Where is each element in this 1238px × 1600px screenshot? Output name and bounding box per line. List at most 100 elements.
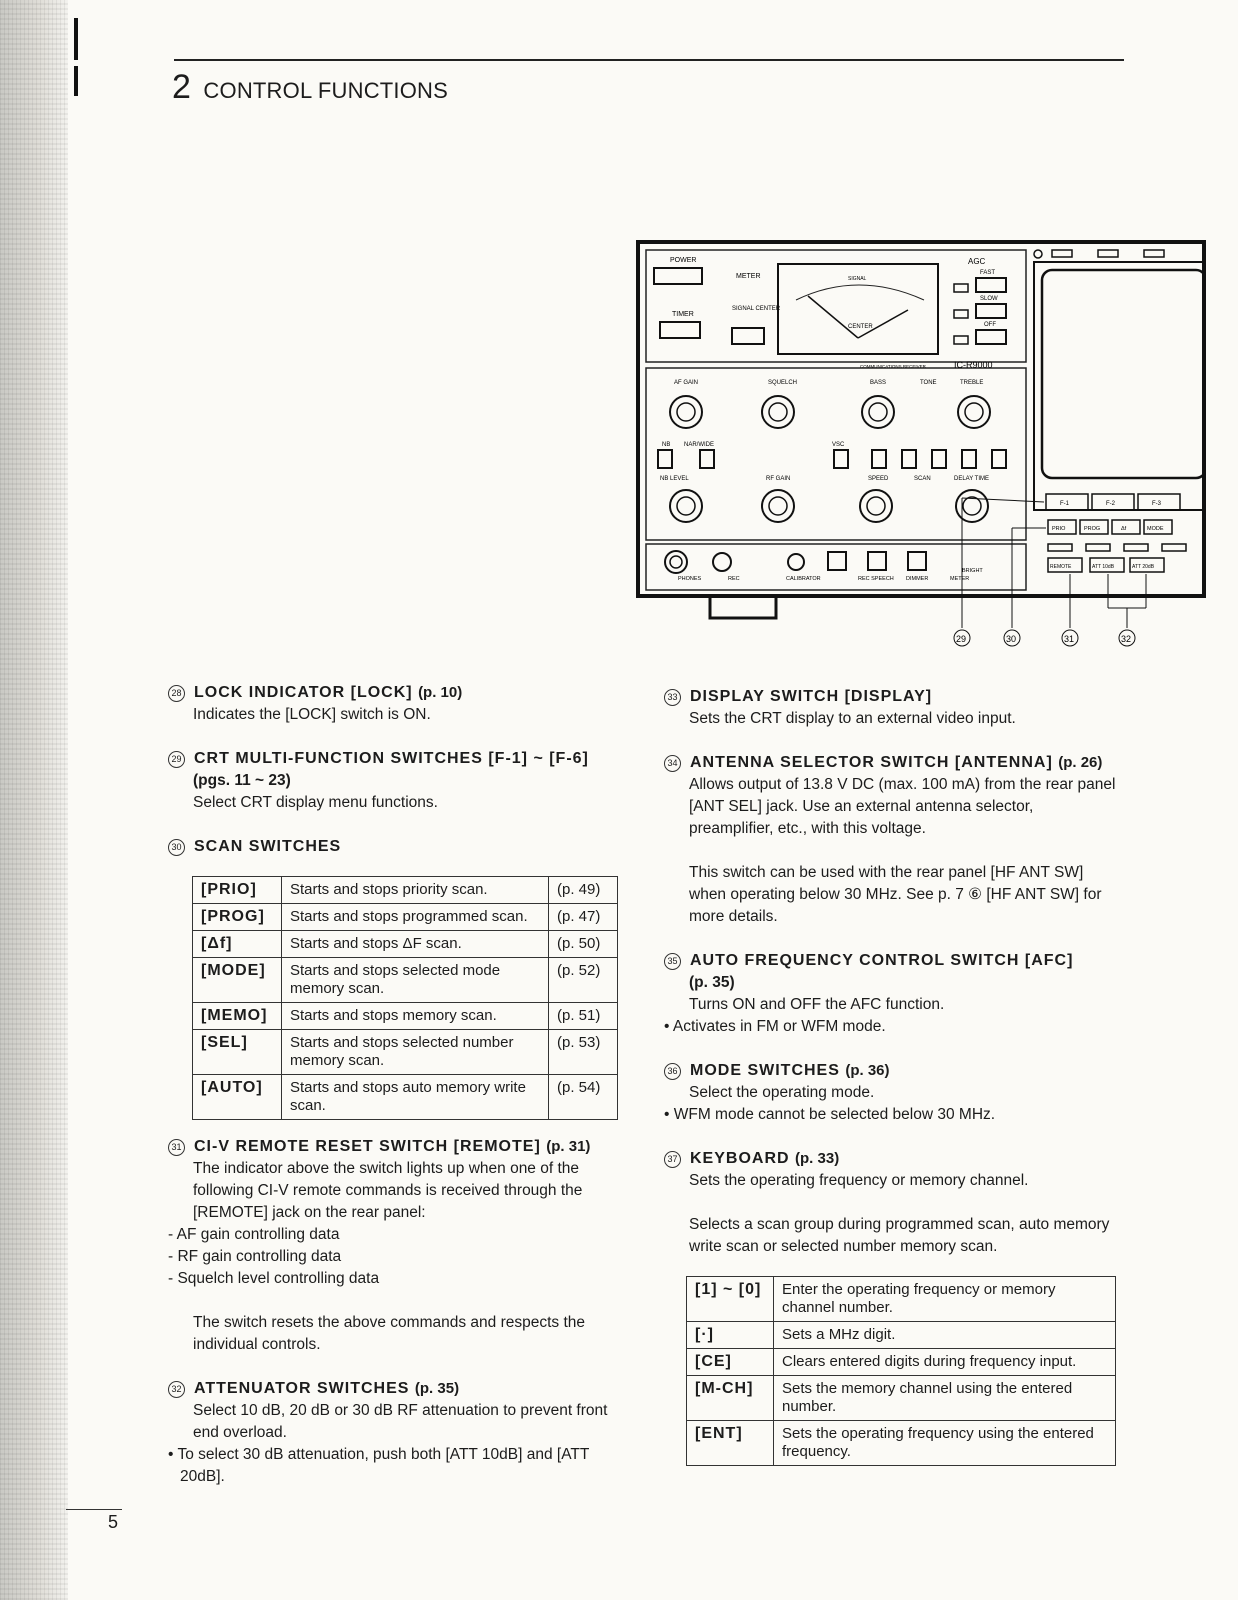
item-29-title: CRT MULTI-FUNCTION SWITCHES [F-1] ~ [F-6… [194, 750, 589, 767]
att10-key [1089, 557, 1125, 573]
remote-label: REMOTE [1050, 564, 1072, 570]
leader-29-branch [961, 497, 1045, 503]
item-32-heading: 32 ATTENUATOR SWITCHES (p. 35) [168, 1378, 620, 1400]
af-gain-label: AF GAIN [674, 380, 698, 386]
table-row: [PROG] Starts and stops programmed scan.… [192, 903, 618, 931]
keyboard-desc-ent: Sets the operating frequency using the e… [773, 1420, 1116, 1466]
item-37-body2: Selects a scan group during programmed s… [689, 1216, 1110, 1255]
bass-knob [861, 395, 895, 429]
delay-time-label: DELAY TIME [954, 476, 989, 482]
item-29-number: 29 [168, 751, 185, 768]
remote-led [1047, 543, 1073, 552]
df-label: Δf [1121, 526, 1127, 532]
att10-label: ATT 10dB [1092, 564, 1115, 570]
scan-key-mode: [MODE] [192, 957, 282, 1003]
power-switch [653, 267, 703, 285]
callout-32-circle [1118, 629, 1136, 647]
squelch-label: SQUELCH [768, 380, 797, 386]
delay-knob [955, 489, 989, 523]
item-35-afc: 35 AUTO FREQUENCY CONTROL SWITCH [AFC] (… [664, 950, 1120, 1038]
timer-label: TIMER [672, 311, 694, 318]
scan-ref-prog: (p. 47) [548, 903, 618, 931]
front-panel-drawing: POWER TIMER METER SIGNAL CENTER CENTER S… [636, 240, 1208, 647]
item-34-ref: (p. 26) [1058, 754, 1103, 771]
table-row: [M-CH] Sets the memory channel using the… [686, 1375, 1116, 1421]
item-37-title: KEYBOARD [690, 1150, 790, 1167]
callout-30-circle [1003, 629, 1021, 647]
agc-led-2 [953, 309, 969, 319]
calibrator-label: CALIBRATOR [786, 576, 821, 582]
item-36-heading: 36 MODE SWITCHES (p. 36) [664, 1060, 1120, 1082]
item-35-heading: 35 AUTO FREQUENCY CONTROL SWITCH [AFC] [664, 950, 1120, 972]
item-37-ref: (p. 33) [795, 1150, 840, 1167]
item-35-body: Turns ON and OFF the AFC function. [689, 996, 945, 1013]
scan-desc-delta-f: Starts and stops ΔF scan. [281, 930, 549, 958]
prog-key [1079, 519, 1109, 535]
scan-desc-memo: Starts and stops memory scan. [281, 1002, 549, 1030]
scan-switch-off [871, 449, 887, 469]
list-item: RF gain controlling data [168, 1246, 620, 1268]
item-31-heading: 31 CI-V REMOTE RESET SWITCH [REMOTE] (p.… [168, 1136, 620, 1158]
callout-29: 29 [956, 634, 966, 644]
f1-label: F-1 [1060, 501, 1070, 507]
rec-jack [712, 552, 732, 572]
callout-30: 30 [1006, 634, 1016, 644]
item-28-number: 28 [168, 685, 185, 702]
att20-label: ATT 20dB [1132, 564, 1155, 570]
item-34-body2: This switch can be used with the rear pa… [689, 864, 1102, 925]
scan-ref-mode: (p. 52) [548, 957, 618, 1003]
item-31-ref: (p. 31) [546, 1138, 591, 1155]
scan-desc-mode: Starts and stops selected mode memory sc… [281, 957, 549, 1003]
table-row: [MEMO] Starts and stops memory scan. (p.… [192, 1002, 618, 1030]
item-34-antenna: 34 ANTENNA SELECTOR SWITCH [ANTENNA] (p.… [664, 752, 1120, 928]
chapter-number: 2 [172, 68, 192, 106]
callout-31: 31 [1064, 634, 1074, 644]
item-29-body: Select CRT display menu functions. [193, 794, 438, 811]
scan-key-delta-f: [Δf] [192, 930, 282, 958]
nb-label: NB [662, 442, 670, 448]
item-28-title: LOCK INDICATOR [LOCK] [194, 684, 413, 701]
right-column: 33 DISPLAY SWITCH [DISPLAY] Sets the CRT… [664, 686, 1120, 1466]
scan-label: SCAN [914, 476, 931, 482]
item-28-ref: (p. 10) [418, 684, 463, 701]
att10-led [1085, 543, 1111, 552]
treble-knob [957, 395, 991, 429]
table-row: [·] Sets a MHz digit. [686, 1321, 1116, 1349]
model-label: IC-R9000 [954, 360, 993, 370]
keyboard-key-digits: [1] ~ [0] [686, 1276, 774, 1322]
item-32-number: 32 [168, 1381, 185, 1398]
item-37-heading: 37 KEYBOARD (p. 33) [664, 1148, 1120, 1170]
edge-mark-lower [74, 66, 78, 96]
keyboard-key-ce: [CE] [686, 1348, 774, 1376]
scan-switch-extra [991, 449, 1007, 469]
item-30-number: 30 [168, 839, 185, 856]
item-28-body: Indicates the [LOCK] switch is ON. [193, 706, 431, 723]
scan-key-memo: [MEMO] [192, 1002, 282, 1030]
item-31-title: CI-V REMOTE RESET SWITCH [REMOTE] [194, 1138, 541, 1155]
squelch-knob [761, 395, 795, 429]
table-row: [ENT] Sets the operating frequency using… [686, 1420, 1116, 1466]
scan-switch-table: [PRIO] Starts and stops priority scan. (… [192, 876, 618, 1120]
item-36-number: 36 [664, 1063, 681, 1080]
item-36-title: MODE SWITCHES [690, 1062, 840, 1079]
page-number-rule [66, 1509, 122, 1510]
rf-gain-knob [761, 489, 795, 523]
df-key [1111, 519, 1141, 535]
f2-key [1091, 493, 1135, 511]
scan-edge-shading [0, 0, 68, 1600]
tone-label: TONE [920, 380, 937, 386]
keyboard-desc-mch: Sets the memory channel using the entere… [773, 1375, 1116, 1421]
scan-desc-prio: Starts and stops priority scan. [281, 876, 549, 904]
list-item: To select 30 dB attenuation, push both [… [168, 1444, 620, 1488]
item-34-body: Allows output of 13.8 V DC (max. 100 mA)… [689, 776, 1116, 837]
chassis-outline [636, 240, 1206, 598]
speech-switch [867, 551, 887, 571]
item-29-heading: 29 CRT MULTI-FUNCTION SWITCHES [F-1] ~ [… [168, 748, 620, 770]
meter-needle-right [857, 309, 909, 339]
crt-screen [1040, 268, 1208, 480]
treble-label: TREBLE [960, 380, 983, 386]
item-37-body: Sets the operating frequency or memory c… [689, 1172, 1029, 1189]
power-label: POWER [670, 257, 696, 264]
keyboard-desc-ce: Clears entered digits during frequency i… [773, 1348, 1116, 1376]
item-31-body2: The switch resets the above commands and… [193, 1314, 586, 1353]
